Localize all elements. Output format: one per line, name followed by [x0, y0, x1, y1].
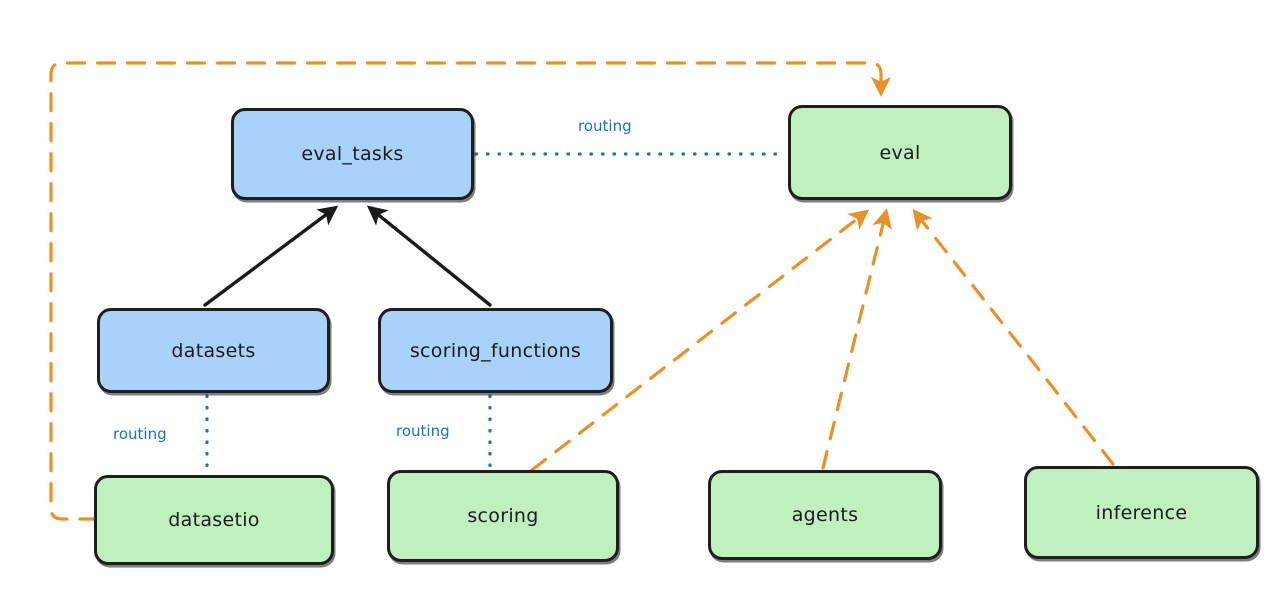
node-label: scoring_functions — [409, 339, 582, 362]
node-scoring[interactable]: scoring — [387, 470, 619, 562]
edge-datasetio-to-eval — [49, 61, 891, 521]
node-scoring-functions[interactable]: scoring_functions — [378, 308, 613, 393]
edge-agents-to-eval — [821, 208, 892, 470]
node-label: inference — [1095, 501, 1188, 524]
edge-datasets-to-eval_tasks — [203, 205, 339, 307]
edge-label-routing-datasets: routing — [113, 425, 167, 443]
edge-label-routing-scoring: routing — [396, 422, 450, 440]
node-inference[interactable]: inference — [1024, 466, 1259, 559]
edge-label-routing-eval: routing — [578, 117, 632, 135]
node-eval-tasks[interactable]: eval_tasks — [231, 108, 474, 200]
node-label: agents — [791, 504, 859, 526]
edge-scoring-to-eval — [530, 209, 870, 472]
node-datasets[interactable]: datasets — [97, 308, 330, 393]
edge-inference-to-eval — [912, 208, 1115, 466]
node-label: eval_tasks — [301, 143, 404, 165]
node-label: datasetio — [168, 509, 260, 531]
node-label: eval — [879, 141, 921, 164]
edge-scoringfn-to-eval_tasks — [366, 205, 492, 307]
node-datasetio[interactable]: datasetio — [94, 475, 334, 565]
node-agents[interactable]: agents — [708, 470, 942, 560]
node-eval[interactable]: eval — [788, 105, 1012, 200]
node-label: datasets — [171, 339, 256, 362]
node-label: scoring — [467, 505, 539, 527]
